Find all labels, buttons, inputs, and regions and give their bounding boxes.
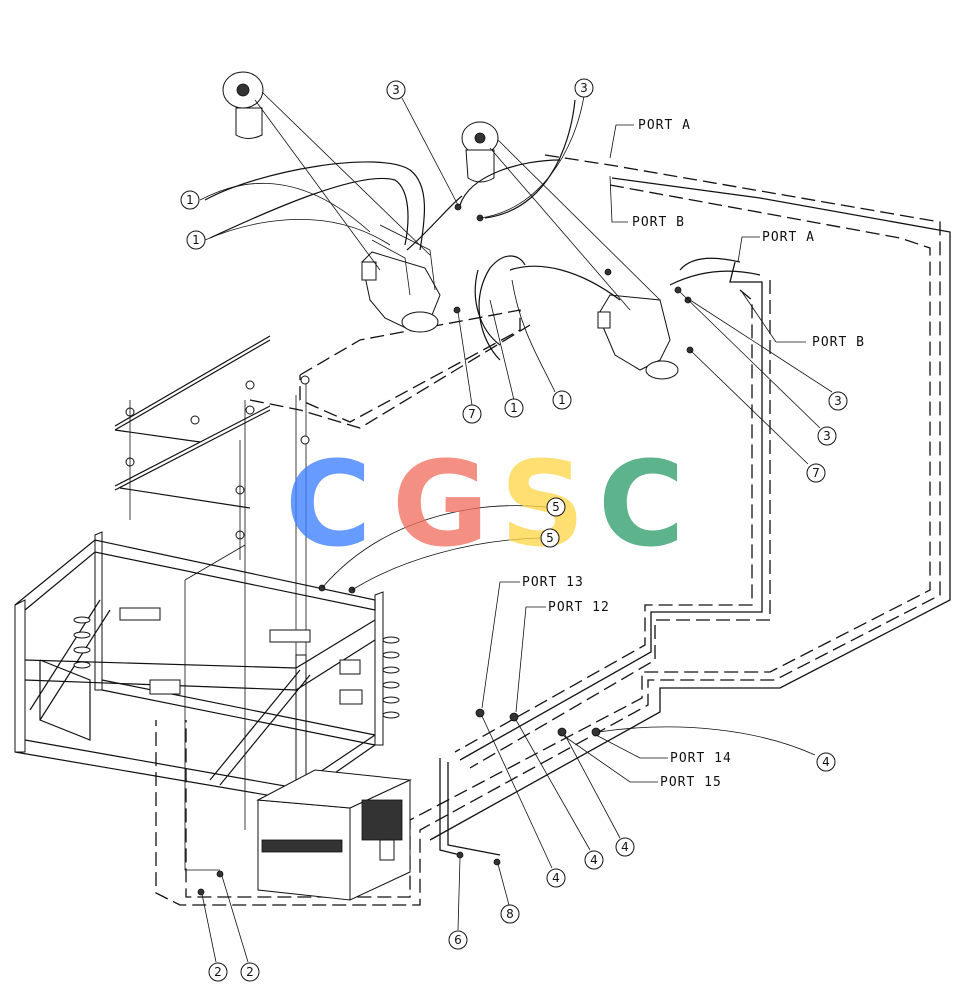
svg-text:5: 5 [552,500,560,514]
svg-text:8: 8 [506,907,514,921]
callout-1-middle: 1 [504,398,524,418]
label-port-b-right: PORT B [812,335,865,350]
svg-text:4: 4 [590,853,598,867]
callout-7-left: 7 [462,404,482,424]
leader-lines [199,95,833,963]
label-port-a-right: PORT A [762,230,815,245]
svg-text:4: 4 [621,840,629,854]
callout-2-right: 2 [240,962,260,982]
label-port-a-upper: PORT A [638,118,691,133]
callout-4-c: 4 [615,837,635,857]
callout-3-right-upper: 3 [828,391,848,411]
callout-4-d: 4 [816,752,836,772]
callout-4-a: 4 [546,868,566,888]
callout-3-top: 3 [574,78,594,98]
svg-text:3: 3 [580,81,588,95]
callout-1-left: 1 [186,230,206,250]
callout-balloons: 1 1 3 3 7 1 1 3 [180,78,848,982]
svg-text:7: 7 [812,466,820,480]
label-port-b-upper: PORT B [632,215,685,230]
svg-text:3: 3 [823,429,831,443]
svg-text:5: 5 [546,531,554,545]
svg-text:2: 2 [214,965,222,979]
label-port-15: PORT 15 [660,775,722,790]
watermark-letter-c2: C [598,435,685,573]
frame-assembly [14,531,400,801]
port-labels: PORT A PORT B PORT A PORT B PORT 13 PORT… [522,118,865,790]
callout-7-right: 7 [806,463,826,483]
cgsc-watermark: C G S C [285,435,685,573]
motor-assembly-middle [461,121,679,380]
watermark-letter-s: S [500,435,585,573]
callout-4-b: 4 [584,850,604,870]
spring-stack [73,616,400,719]
rail-brackets [114,335,310,581]
svg-text:1: 1 [186,193,194,207]
svg-text:4: 4 [552,871,560,885]
svg-text:6: 6 [454,933,462,947]
callout-5-upper: 5 [546,497,566,517]
callout-6: 6 [448,930,468,950]
label-port-12: PORT 12 [548,600,610,615]
label-port-13: PORT 13 [522,575,584,590]
svg-text:3: 3 [392,83,400,97]
svg-text:4: 4 [822,755,830,769]
hose-routes [155,154,951,906]
svg-text:3: 3 [834,394,842,408]
svg-text:1: 1 [558,393,566,407]
svg-text:2: 2 [246,965,254,979]
callout-2-left: 2 [208,962,228,982]
callout-8: 8 [500,904,520,924]
callout-3-right-lower: 3 [817,426,837,446]
callout-1-upper-left: 1 [180,190,200,210]
svg-text:7: 7 [468,407,476,421]
callout-5-lower: 5 [540,528,560,548]
callout-1-right: 1 [552,390,572,410]
watermark-letter-c1: C [285,435,372,573]
svg-text:1: 1 [192,233,200,247]
callout-3-upper: 3 [386,80,406,100]
label-port-14: PORT 14 [670,751,732,766]
watermark-letter-g: G [392,435,489,573]
motor-assembly-left [222,71,441,333]
valve-manifold-box [256,769,412,901]
svg-text:1: 1 [510,401,518,415]
